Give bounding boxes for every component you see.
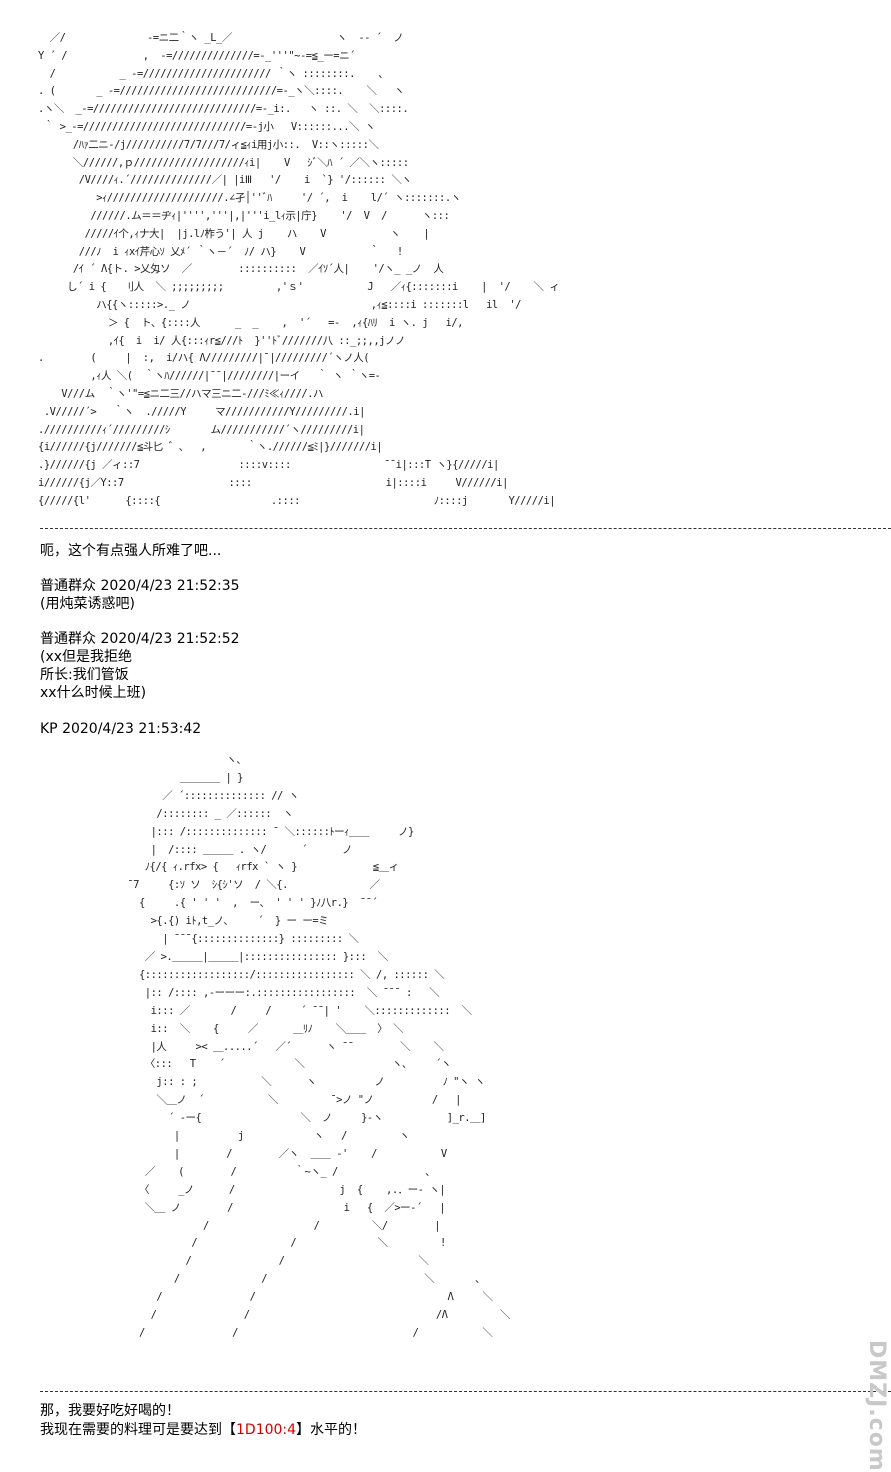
- divider-top: [40, 528, 891, 529]
- poster-name: KP: [40, 721, 58, 737]
- message-line: 那，我要好吃好喝的！: [40, 1403, 180, 1419]
- poster-name: 普通群众: [40, 631, 96, 647]
- divider-bottom: [40, 1391, 891, 1392]
- comment-line: xx什么时候上班): [40, 685, 147, 701]
- message-line: 呃，这个有点强人所难了吧...: [40, 543, 222, 559]
- poster-name: 普通群众: [40, 578, 96, 594]
- comment-line: (xx但是我拒绝: [40, 649, 133, 665]
- ascii-art-top: ／/ -=ニ二｀ヽ _L_／ ヽ ‐‐ ´ ノ Y ´ / , -=//////…: [38, 32, 560, 507]
- post-header: KP 2020/4/23 21:53:42: [40, 720, 201, 738]
- dice-roll-result: 1D100:4: [236, 1422, 297, 1438]
- post-timestamp: 2020/4/23 21:52:52: [100, 631, 240, 647]
- post-header: 普通群众 2020/4/23 21:52:52: [40, 630, 240, 648]
- comment-line: (用炖菜诱惑吧): [40, 596, 135, 612]
- message-line: 我现在需要的料理可是要达到【1D100:4】水平的！: [40, 1422, 367, 1438]
- post-timestamp: 2020/4/23 21:52:35: [100, 578, 240, 594]
- post-header: 普通群众 2020/4/23 21:52:35: [40, 577, 240, 595]
- watermark-logo: DMZJ.com: [864, 1340, 889, 1472]
- comment-line: 所长:我们管饭: [40, 667, 129, 683]
- post-timestamp: 2020/4/23 21:53:42: [62, 721, 202, 737]
- ascii-art-bottom: ヽ、 ＿＿＿＿ | } ／ ´:::::::::::::: // ヽ /::::…: [127, 754, 510, 1339]
